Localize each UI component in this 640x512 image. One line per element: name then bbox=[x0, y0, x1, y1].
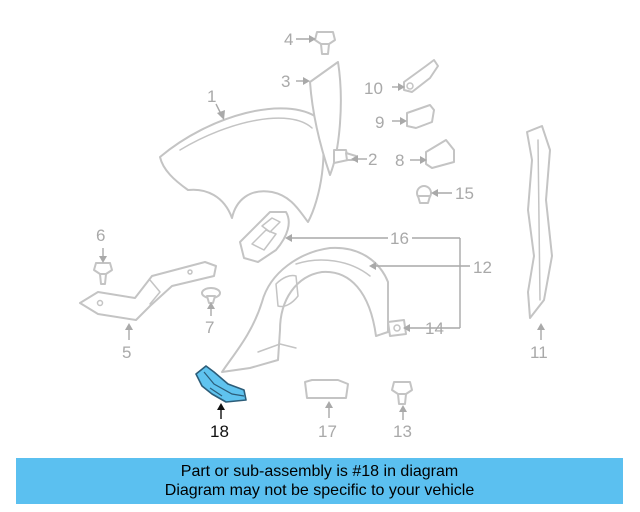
part-5-brace bbox=[79, 261, 217, 321]
part-17-cap bbox=[304, 379, 349, 399]
callout-16: 16 bbox=[390, 229, 409, 248]
callout-18: 18 bbox=[210, 422, 229, 441]
callout-5: 5 bbox=[122, 343, 131, 362]
leader-lines bbox=[99, 35, 545, 420]
part-7-clip bbox=[201, 287, 221, 304]
part-4-bolt bbox=[314, 31, 336, 55]
part-2-screw bbox=[333, 149, 357, 164]
callout-1: 1 bbox=[207, 87, 216, 106]
part-3-fender-extension bbox=[309, 61, 342, 176]
callout-10: 10 bbox=[364, 79, 383, 98]
part-12-liner bbox=[221, 246, 389, 373]
callout-labels: 4 3 1 10 9 2 8 15 16 6 12 7 14 5 11 17 1… bbox=[96, 30, 548, 441]
callout-12: 12 bbox=[473, 258, 492, 277]
callout-9: 9 bbox=[375, 113, 384, 132]
callout-17: 17 bbox=[318, 422, 337, 441]
part-9-bracket bbox=[406, 104, 435, 129]
callout-8: 8 bbox=[395, 151, 404, 170]
banner-line-1: Part or sub-assembly is #18 in diagram bbox=[180, 463, 459, 480]
part-16-vent bbox=[239, 211, 290, 263]
part-10-bracket bbox=[403, 59, 439, 93]
part-14-nut bbox=[387, 319, 407, 337]
banner-line-2: Diagram may not be specific to your vehi… bbox=[164, 482, 475, 499]
callout-11: 11 bbox=[530, 343, 548, 362]
callout-15: 15 bbox=[455, 184, 474, 203]
part-18-bracket-highlighted bbox=[195, 365, 247, 403]
part-1-fender bbox=[159, 107, 325, 223]
part-8-bracket bbox=[425, 139, 455, 169]
callout-3: 3 bbox=[281, 72, 290, 91]
part-13-clip bbox=[391, 381, 413, 405]
info-banner: Part or sub-assembly is #18 in diagram D… bbox=[16, 458, 623, 504]
callout-13: 13 bbox=[393, 422, 412, 441]
callout-2: 2 bbox=[368, 150, 377, 169]
callout-4: 4 bbox=[284, 30, 293, 49]
parts-diagram: 4 3 1 10 9 2 8 15 16 6 12 7 14 5 11 17 1… bbox=[79, 30, 553, 441]
callout-6: 6 bbox=[96, 226, 105, 245]
callout-7: 7 bbox=[205, 318, 214, 337]
part-15-clip bbox=[416, 185, 432, 204]
part-11-strip bbox=[526, 125, 553, 319]
part-6-bolt bbox=[93, 262, 113, 285]
callout-14: 14 bbox=[425, 319, 444, 338]
